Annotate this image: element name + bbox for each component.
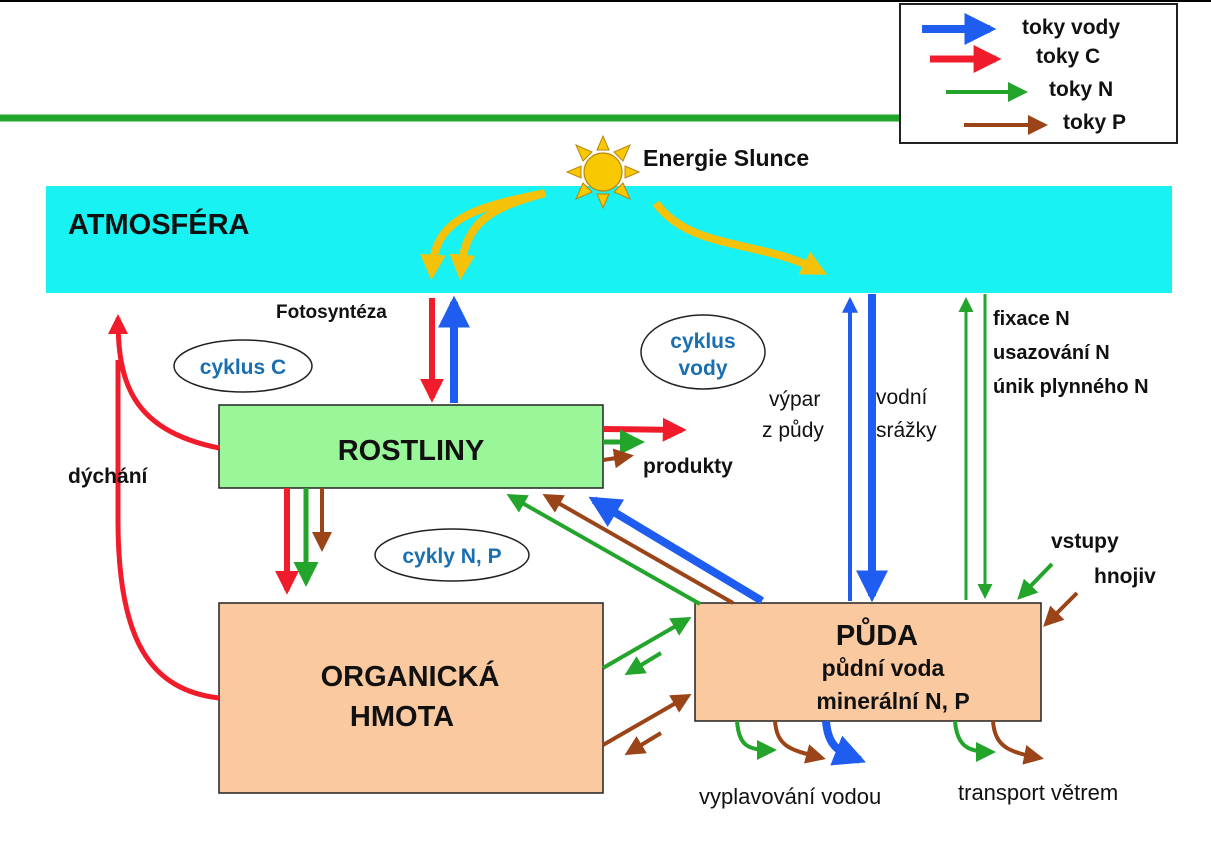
- sun-icon: [565, 134, 641, 210]
- soil-to-plants-phosphorus-arrow: [542, 494, 734, 605]
- products-carbon-arrow: [602, 417, 687, 442]
- soil-to-organic-nitrogen-arrow: [624, 651, 663, 676]
- cycle-water-ellipse: [640, 314, 766, 390]
- products-phosphorus-arrow: [602, 448, 634, 469]
- evaporation-label-line1: výpar: [769, 388, 820, 411]
- evaporation-label-line2: z půdy: [762, 419, 824, 442]
- organic-matter-box: [218, 602, 604, 794]
- cycle-water-label-line2: vody: [678, 357, 727, 380]
- soil-to-plants-water-arrow: [588, 496, 765, 605]
- legend: toky vody toky C toky N toky P: [899, 3, 1178, 144]
- atmosphere-label: ATMOSFÉRA: [68, 207, 250, 241]
- n-deposition-label: usazování N: [993, 342, 1110, 364]
- legend-label-carbon: toky C: [1036, 45, 1100, 68]
- fertilizer-phosphorus-arrow: [1043, 591, 1079, 627]
- organic-matter-label-line2: HMOTA: [350, 701, 454, 733]
- organic-respiration-arrow: [115, 360, 220, 701]
- leaching-nitrogen-arrow: [735, 720, 777, 760]
- fertilizer-inputs-label-line1: vstupy: [1051, 530, 1119, 553]
- precipitation-label-line1: vodní: [876, 386, 928, 409]
- soil-line2: minerální N, P: [816, 688, 969, 714]
- soil-to-plants-nitrogen-arrow: [506, 494, 701, 606]
- cycle-np-label: cykly N, P: [402, 545, 501, 568]
- soil-box: [694, 602, 1042, 722]
- soil-to-organic-phosphorus-arrow: [624, 731, 663, 756]
- precipitation-label-line2: srážky: [876, 419, 937, 442]
- respiration-label: dýchání: [68, 465, 149, 488]
- plant-respiration-arrow: [108, 314, 220, 451]
- sun-energy-arrow-right: [652, 200, 828, 275]
- organic-to-soil-phosphorus-arrow: [602, 694, 692, 747]
- atmosphere-band: [46, 186, 1172, 293]
- sun-energy-label: Energie Slunce: [643, 145, 809, 171]
- wind-transport-phosphorus-arrow: [991, 720, 1044, 765]
- wind-transport-label: transport větrem: [958, 780, 1118, 805]
- plants-box: [218, 404, 604, 489]
- organic-matter-label-line1: ORGANICKÁ: [321, 659, 500, 693]
- products-label: produkty: [643, 455, 733, 478]
- plants-label: ROSTLINY: [338, 435, 485, 467]
- n-fixation-label: fixace N: [993, 308, 1070, 330]
- legend-label-nitrogen: toky N: [1049, 78, 1113, 101]
- legend-label-phosphorus: toky P: [1063, 111, 1126, 134]
- soil-title: PŮDA: [836, 616, 918, 652]
- photosynthesis-label: Fotosyntéza: [276, 302, 387, 323]
- cycle-c-label: cyklus C: [200, 356, 286, 379]
- fertilizer-nitrogen-arrow: [1017, 562, 1054, 600]
- wind-transport-nitrogen-arrow: [953, 720, 996, 762]
- legend-label-water: toky vody: [1022, 16, 1120, 39]
- sun-energy-arrow-left-2: [449, 189, 547, 281]
- leaching-water-arrow: [822, 720, 866, 766]
- organic-to-soil-nitrogen-arrow: [602, 617, 692, 670]
- cycle-c-ellipse: [173, 339, 313, 393]
- leaching-label: vyplavování vodou: [699, 784, 881, 809]
- cycle-water-label-line1: cyklus: [670, 330, 735, 353]
- soil-line1: půdní voda: [822, 655, 945, 681]
- leaching-phosphorus-arrow: [773, 720, 826, 764]
- cycle-np-ellipse: [374, 528, 530, 582]
- fertilizer-inputs-label-line2: hnojiv: [1094, 565, 1156, 588]
- n-escape-label: únik plynného N: [993, 376, 1149, 398]
